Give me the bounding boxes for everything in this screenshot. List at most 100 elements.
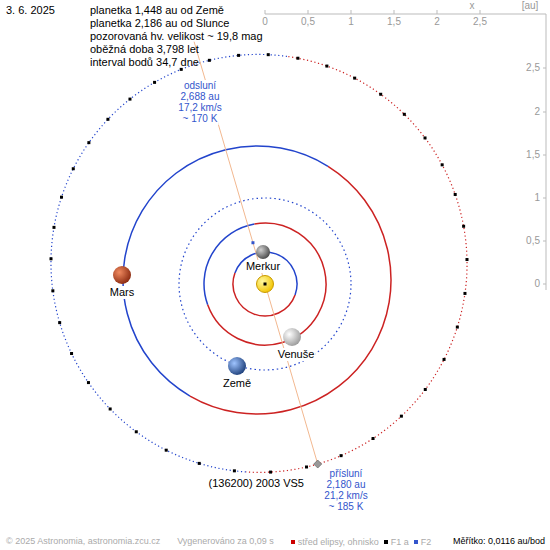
interval-point [208,59,211,62]
interval-point [400,415,403,418]
date-label: 3. 6. 2025 [6,4,55,17]
interval-point [379,93,382,96]
info-line: pozorovaná hv. velikost ~ 19,8 mag [90,30,263,43]
perihelion-info: 2,180 au [326,479,367,491]
mars-orbit [190,166,391,414]
asteroid-orbit [246,464,318,472]
interval-point [50,257,53,260]
mercury-orbit [235,252,297,295]
axis-tick-label: 2,5 [473,16,487,28]
axis-tick-label: 0 [534,278,540,290]
axis-tick [308,10,309,14]
axis-tick-label: 2 [534,106,540,118]
axis-tick-label: 0 [262,16,268,28]
info-line: interval bodů 34,7 dne [90,56,199,69]
interval-point [237,54,240,57]
venus-planet [283,328,301,346]
axis-tick [351,10,352,14]
perihelion-info: 21,2 km/s [323,490,368,502]
interval-point [70,352,73,355]
axis-tick [543,198,546,199]
copyright: © 2025 Astronomia, astronomia.zcu.cz [6,536,160,546]
interval-point [51,289,54,292]
axis-tick-label: 0,5 [526,235,540,247]
earth-planet [228,357,246,375]
perihelion-info: ~ 185 K [328,501,365,513]
axis-tick-label: 1,5 [526,149,540,161]
interval-point [58,321,61,324]
interval-point [135,430,138,433]
axis-unit: [au] [522,0,539,12]
interval-point [109,407,112,410]
interval-point [128,98,131,101]
interval-point [424,388,427,391]
sun [257,276,274,293]
legend-item: střed elipsy, ohnisko [291,537,379,547]
interval-point [267,53,270,56]
axis-name: x [470,0,475,12]
interval-point [424,136,427,139]
legend-swatch [384,540,388,544]
legend-swatch [291,540,295,544]
axis-tick-label: 1 [534,192,540,204]
axis-tick [543,241,546,242]
planet-name: Mars [109,286,135,299]
interval-point [296,57,299,60]
asteroid-marker [314,460,322,468]
earth-orbit [179,198,351,370]
legend-swatch [414,540,418,544]
axis-tick-label: 0,5 [301,16,315,28]
asteroid-orbit [51,54,288,471]
axis-tick-label: 1,5 [387,16,401,28]
interval-point [87,381,90,384]
axis-tick-label: 1 [348,16,354,28]
interval-point [52,226,55,229]
legend: střed elipsy, ohniskoF1 aF2 [291,536,436,547]
interval-point [441,163,444,166]
axis-tick [394,10,395,14]
interval-point [454,193,457,196]
generation-time: Vygenerováno za 0,09 s [177,536,274,546]
axis-line [546,14,547,290]
asteroid-name: (136200) 2003 VS5 [209,477,304,490]
mercury-planet [256,245,270,259]
interval-point [60,196,63,199]
interval-point [180,68,183,71]
axis-tick-label: 2,5 [526,62,540,74]
mercury-orbit [233,273,295,316]
axis-tick [543,112,546,113]
interval-point [153,81,156,84]
interval-point [305,465,308,468]
interval-point [463,292,466,295]
planet-name: Merkur [245,260,281,273]
aphelion-info: 17,2 km/s [177,102,222,114]
interval-point [465,258,468,261]
axis-tick [480,10,481,14]
legend-text: F1 a [391,537,409,547]
info-line: oběžná doba 3,798 let [90,43,199,56]
mars-orbit [123,146,328,396]
info-line: planetka 2,186 au od Slunce [90,17,229,30]
footer: © 2025 Astronomia, astronomia.zcu.cz Vyge… [6,535,545,547]
focus-f1 [264,283,267,286]
axis-tick [265,10,266,14]
perihelion-info: přísluní [329,468,364,480]
axis-tick [543,68,546,69]
axis-tick [543,284,546,285]
aphelion-info: 2,688 au [180,91,221,103]
aphelion-info: ~ 170 K [182,113,219,125]
interval-point [462,225,465,228]
interval-point [269,471,272,474]
venus-orbit [208,223,326,345]
info-line: planetka 1,448 au od Země [90,4,224,17]
interval-point [233,469,236,472]
axis-tick-label: 2 [434,16,440,28]
interval-point [165,449,168,452]
legend-item: F1 a [384,537,409,547]
planet-name: Země [222,377,252,390]
aphelion-info: odsluní [183,80,217,92]
interval-point [198,462,201,465]
interval-point [340,454,343,457]
